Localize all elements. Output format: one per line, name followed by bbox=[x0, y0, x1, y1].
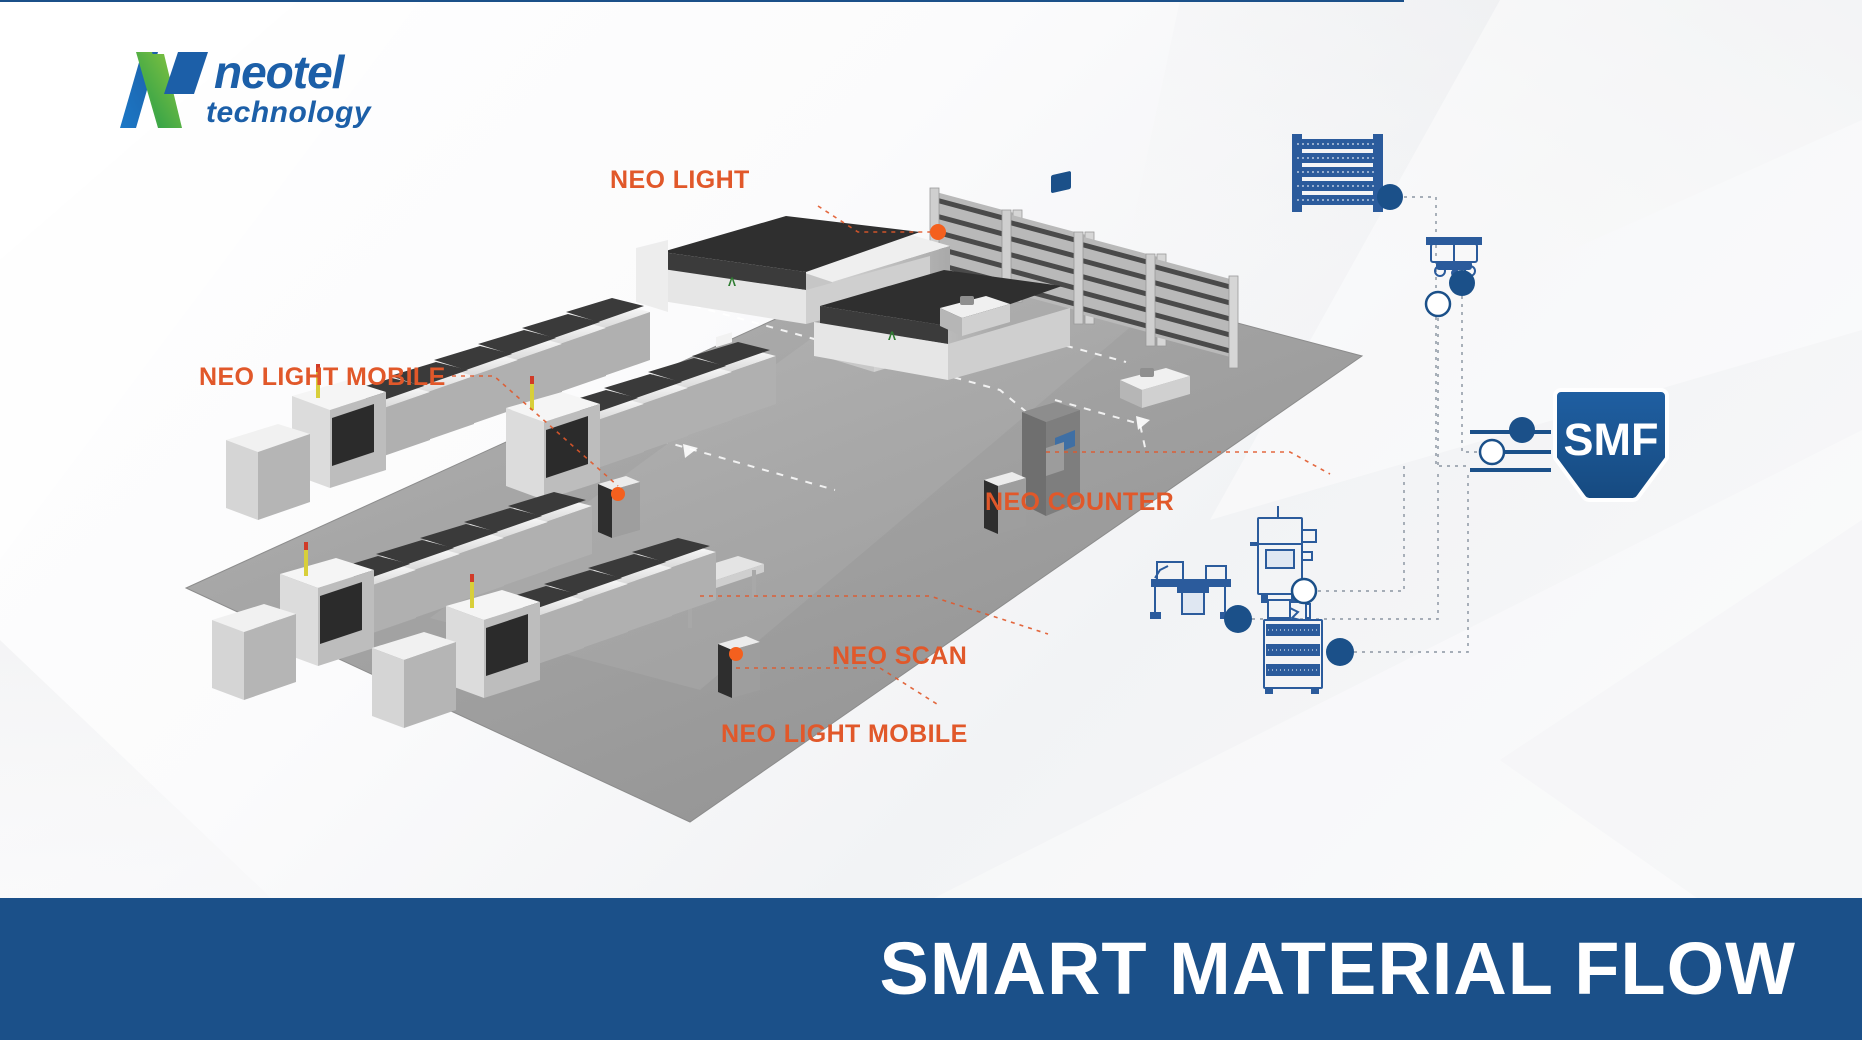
flow-node-filled bbox=[1509, 417, 1535, 443]
reflow-oven-lower: Λ bbox=[814, 270, 1070, 380]
feeder-cart-2 bbox=[718, 636, 760, 698]
flow-nodes bbox=[1224, 184, 1535, 666]
flow-line-trolley bbox=[1354, 470, 1469, 653]
flow-node-ring bbox=[1424, 290, 1452, 318]
trolley-rack-icon bbox=[1263, 599, 1323, 694]
storage-rack-row bbox=[929, 187, 1239, 369]
page-title: SMART MATERIAL FLOW bbox=[879, 927, 1796, 1010]
smf-badge-label: SMF bbox=[1563, 414, 1659, 465]
flow-line-rack bbox=[1404, 196, 1470, 467]
callout-label-neo-scan: NEO SCAN bbox=[832, 642, 968, 670]
smt-line-b bbox=[506, 342, 776, 500]
leader-neo-light-mobile-2 bbox=[736, 667, 941, 707]
workbench-icon bbox=[1150, 561, 1231, 619]
feeder-cart-1 bbox=[598, 476, 640, 538]
smt-line-d bbox=[372, 538, 716, 728]
svg-text:Λ: Λ bbox=[888, 329, 896, 343]
svg-text:Λ: Λ bbox=[728, 275, 736, 289]
neo-counter-machine bbox=[1022, 171, 1080, 516]
smf-shield-badge[interactable]: SMF bbox=[1551, 386, 1671, 504]
flow-line-agv bbox=[1461, 296, 1482, 453]
flow-node-filled bbox=[1224, 605, 1252, 633]
flow-node-filled bbox=[1326, 638, 1354, 666]
smt-line-c bbox=[212, 492, 592, 700]
bottom-banner: SMART MATERIAL FLOW bbox=[0, 898, 1862, 1040]
flow-node-ring bbox=[1290, 577, 1318, 605]
smt-line-a bbox=[226, 298, 650, 673]
smt-machine-icon bbox=[1250, 506, 1317, 603]
logo-wordmark: neotel bbox=[214, 46, 346, 98]
logo-mark-flag bbox=[164, 52, 208, 94]
agv-cart-icon bbox=[1426, 237, 1482, 277]
brand-logo[interactable]: neotel technology bbox=[86, 32, 386, 132]
flow-node-filled bbox=[1449, 270, 1475, 296]
flow-node-ring bbox=[1478, 438, 1506, 466]
callout-label-neo-light: NEO LIGHT bbox=[610, 166, 750, 194]
callout-label-neo-light-mobile-2: NEO LIGHT MOBILE bbox=[721, 720, 968, 748]
agv-shuttle-1 bbox=[940, 296, 1010, 336]
callout-label-neo-counter: NEO COUNTER bbox=[985, 488, 1175, 516]
logo-tagline: technology bbox=[206, 96, 372, 129]
leader-neo-light bbox=[817, 205, 934, 233]
storage-rack-icon bbox=[1292, 134, 1383, 212]
callout-anchor-dots bbox=[930, 224, 946, 240]
feeder-cart-3 bbox=[984, 472, 1026, 534]
flow-line-bench bbox=[1252, 470, 1439, 620]
callout-label-neo-light-mobile-1: NEO LIGHT MOBILE bbox=[199, 363, 446, 391]
flow-line-machine bbox=[1318, 466, 1405, 592]
flow-node-filled bbox=[1377, 184, 1403, 210]
agv-shuttle-2 bbox=[1120, 368, 1190, 408]
leader-neo-counter bbox=[1046, 451, 1331, 475]
